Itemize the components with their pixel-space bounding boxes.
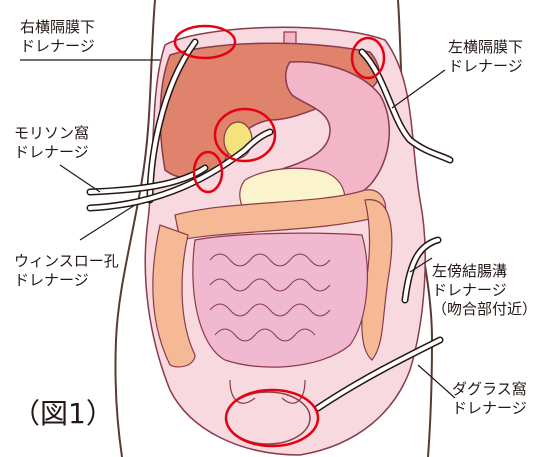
label-right-subphrenic-drainage: 右横隔膜下 ドレナージ (20, 18, 95, 56)
leader-line-douglas (418, 365, 455, 398)
figure-label: （図1） (12, 392, 114, 432)
label-left-paracolic-drainage: 左傍結腸溝 ドレナージ （吻合部付近） (432, 262, 537, 319)
label-douglas-drainage: ダグラス窩 ドレナージ (452, 380, 527, 418)
leader-line-morison (60, 165, 100, 192)
label-left-subphrenic-drainage: 左横隔膜下 ドレナージ (448, 38, 523, 76)
label-morison-drainage: モリソン窩 ドレナージ (14, 124, 89, 162)
small-intestine (193, 233, 368, 367)
label-winslow-drainage: ウィンスロー孔 ドレナージ (14, 252, 119, 290)
